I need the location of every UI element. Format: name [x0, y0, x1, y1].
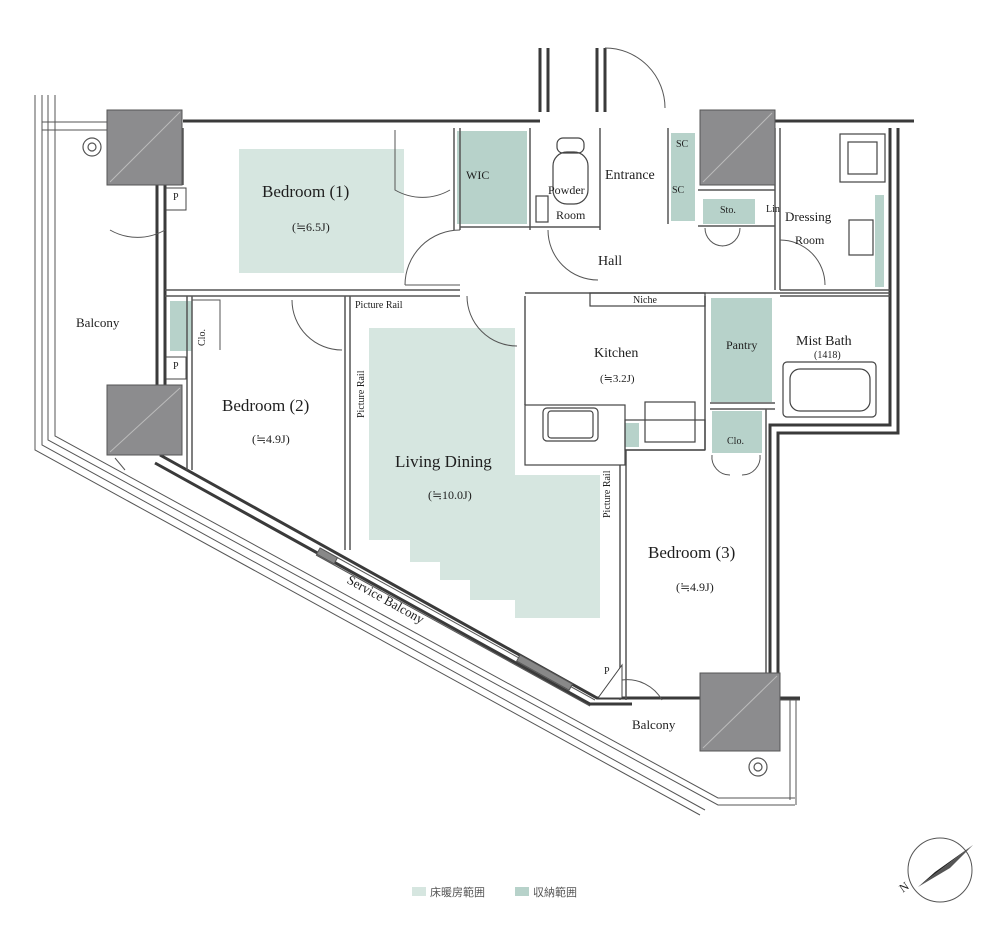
- bedroom1-name: Bedroom (1): [262, 182, 350, 201]
- columns: [106, 109, 781, 752]
- living-name: Living Dining: [395, 452, 492, 471]
- bedroom3-size: (≒4.9J): [676, 580, 714, 594]
- bedroom2-size: (≒4.9J): [252, 432, 290, 446]
- lin-label: Lin: [766, 204, 780, 215]
- storage-pantry: [711, 298, 772, 402]
- bedroom2-name: Bedroom (2): [222, 396, 310, 415]
- legend-storage-label: 収納範囲: [533, 886, 577, 899]
- hall-label: Hall: [598, 254, 623, 269]
- bath-fixtures: [535, 133, 886, 418]
- powder-label-1: Powder: [548, 183, 585, 197]
- walls: [154, 48, 914, 706]
- sc-label-bottom: SC: [672, 185, 685, 196]
- legend-storage-swatch: [515, 887, 529, 896]
- bedroom3-name: Bedroom (3): [648, 543, 736, 562]
- kitchen-name: Kitchen: [594, 346, 639, 361]
- storage-sc: [671, 133, 695, 221]
- legend-floor-heating-label: 床暖房範囲: [430, 886, 485, 899]
- storage-areas: [170, 131, 884, 453]
- kitchen-fixtures: [524, 292, 706, 466]
- storage-clo2: [170, 301, 192, 351]
- balcony-railings: [34, 95, 800, 816]
- living-size: (≒10.0J): [428, 488, 472, 502]
- compass-icon: [907, 837, 973, 903]
- sc-label-top: SC: [676, 139, 689, 150]
- bedroom1-size: (≒6.5J): [292, 220, 330, 234]
- heating-bedroom1: [239, 149, 404, 273]
- pantry-label: Pantry: [726, 338, 758, 352]
- storage-dressing: [875, 195, 884, 287]
- legend-floor-heating-swatch: [412, 887, 426, 896]
- door-swings: [109, 47, 826, 701]
- storage-wic: [457, 131, 527, 224]
- floor-heating-areas: [239, 149, 600, 618]
- pipe-shaft-label-3: P: [604, 666, 610, 677]
- pipe-shaft-label-1: P: [173, 192, 179, 203]
- picture-rail-living-label: Picture Rail: [356, 370, 367, 419]
- pipe-shafts: [165, 187, 623, 699]
- dressing-label-1: Dressing: [785, 209, 832, 224]
- balcony-south-label: Balcony: [632, 717, 676, 732]
- clo3-label: Clo.: [727, 436, 744, 447]
- mistbath-code: (1418): [814, 350, 841, 361]
- mistbath-label: Mist Bath: [796, 334, 852, 349]
- storage-clo3: [712, 411, 762, 453]
- clo2-label: Clo.: [197, 329, 208, 346]
- sto-label: Sto.: [720, 205, 736, 216]
- dressing-label-2: Room: [795, 233, 825, 247]
- wic-label: WIC: [466, 168, 490, 182]
- service-balcony-band: [315, 547, 596, 707]
- kitchen-size: (≒3.2J): [600, 373, 635, 385]
- picture-rail-top-label: Picture Rail: [355, 300, 403, 311]
- heating-living: [369, 328, 600, 618]
- entrance-label: Entrance: [605, 168, 655, 183]
- balcony-west-label: Balcony: [76, 315, 120, 330]
- storage-sto: [703, 199, 755, 224]
- picture-rail-bedroom3-label: Picture Rail: [602, 470, 613, 519]
- powder-label-2: Room: [556, 208, 586, 222]
- niche-label: Niche: [633, 295, 657, 306]
- drains: [82, 137, 768, 777]
- pipe-shaft-label-2: P: [173, 361, 179, 372]
